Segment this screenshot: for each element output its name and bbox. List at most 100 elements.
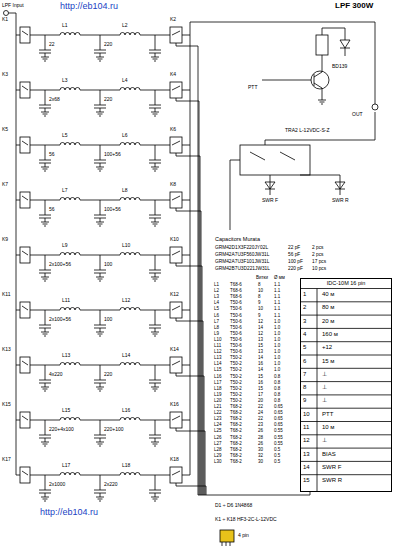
wire: [176, 101, 199, 102]
wire: [182, 420, 190, 421]
table-cell: 0.55: [274, 442, 283, 447]
wire: [226, 542, 227, 546]
pin-number: 6: [303, 358, 306, 365]
pin-name: ⊥: [322, 437, 327, 444]
wire: [22, 361, 28, 365]
capacitor-value: 220+100: [104, 427, 124, 433]
wire: [172, 306, 180, 310]
wire: [300, 341, 392, 342]
wire: [149, 325, 161, 326]
wire: [39, 215, 51, 216]
capacitor-value: 220+4x100: [49, 427, 74, 433]
wire: [176, 483, 177, 486]
wire: [22, 251, 28, 255]
wire: [98, 279, 103, 280]
wire: [176, 211, 201, 212]
component-outline: [20, 27, 30, 43]
wire: [41, 112, 49, 113]
wire: [200, 156, 201, 495]
relay-label: K6: [170, 127, 176, 133]
table-cell: T50-6: [230, 332, 242, 337]
table-cell: 0.55: [274, 429, 283, 434]
wire: [22, 306, 28, 310]
table-cell: 13: [258, 350, 263, 355]
table-cell: L11: [214, 344, 221, 349]
signal-name: SWR F: [262, 198, 278, 204]
output-jack: [372, 104, 378, 110]
wire: [96, 497, 104, 498]
table-cell: 28: [258, 436, 263, 441]
pin-name: 15 м: [322, 358, 334, 365]
capacitor-value: 22: [49, 42, 55, 48]
wire: [39, 50, 51, 51]
relay-label: K4: [170, 72, 176, 78]
pin-name: ⊥: [322, 371, 327, 378]
component-outline: [170, 247, 182, 263]
wire: [22, 31, 28, 35]
table-cell: T50-2: [230, 387, 242, 392]
wire: [300, 315, 392, 316]
coil-symbol: [120, 418, 140, 421]
wire: [151, 332, 159, 333]
component-outline: [170, 192, 182, 208]
coil-symbol: [120, 33, 140, 36]
wire: [154, 281, 156, 282]
part-name: TRA2 L-12VDC-S-Z: [285, 128, 329, 134]
pin-number: 4: [303, 331, 306, 338]
coil-symbol: [60, 33, 80, 36]
table-cell: L15: [214, 368, 222, 373]
table-cell: T50-2: [230, 356, 242, 361]
component-outline: [20, 467, 30, 483]
wire: [100, 493, 101, 497]
wire: [45, 383, 46, 387]
table-cell: T68-2: [230, 454, 242, 459]
wire: [100, 255, 101, 270]
coil-label: L9: [62, 243, 68, 249]
watermark: http://eb104.ru: [40, 508, 98, 518]
component-outline: [170, 302, 182, 318]
capacitor-value: 100+56: [104, 152, 121, 158]
pin-name: +12: [322, 344, 332, 351]
wire: [314, 74, 315, 86]
wire: [345, 48, 346, 56]
wire: [182, 200, 190, 201]
table-cell: 17 pcs: [312, 259, 326, 264]
wire: [39, 105, 51, 106]
coil-label: L15: [62, 408, 70, 414]
pin-number: 7: [303, 371, 306, 378]
table-cell: T68-2: [230, 429, 242, 434]
wire: [44, 391, 46, 392]
table-cell: 0.8: [274, 375, 280, 380]
wire: [176, 266, 202, 267]
wire: [94, 105, 106, 106]
capacitor-value: 56: [49, 207, 55, 213]
table-cell: T50-2: [230, 399, 242, 404]
wire: [94, 270, 106, 271]
coil-symbol: [60, 473, 80, 476]
capacitor-value: 2x220: [104, 482, 118, 488]
wire: [151, 222, 159, 223]
relay-label: K7: [2, 182, 8, 188]
wire: [151, 497, 159, 498]
wire: [314, 83, 322, 88]
component-outline: [170, 27, 182, 43]
coil-symbol: [120, 363, 140, 366]
wire: [155, 438, 156, 442]
pin-number: 2: [303, 304, 306, 311]
pin-number: 13: [303, 451, 310, 458]
wire: [250, 152, 265, 160]
wire: [16, 310, 20, 311]
wire: [154, 446, 156, 447]
relay-label: K11: [2, 292, 11, 298]
relay-label: K10: [170, 237, 179, 243]
wire: [172, 141, 180, 145]
component-outline: [170, 412, 182, 428]
wire: [182, 365, 190, 366]
coil-label: L12: [122, 298, 130, 304]
relay-label: K2: [170, 17, 176, 23]
table-heading: Ø мм: [274, 276, 285, 281]
table-cell: T50-2: [230, 381, 242, 386]
table-cell: 0.8: [274, 387, 280, 392]
table-cell: 1.0: [274, 332, 280, 337]
wire: [155, 218, 156, 222]
